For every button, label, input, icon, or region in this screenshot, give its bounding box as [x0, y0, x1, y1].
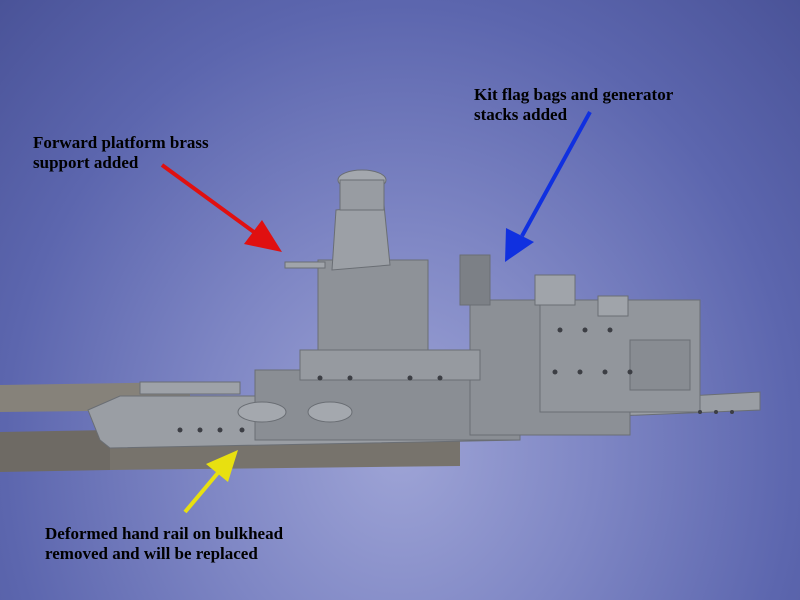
yellow-arrow	[183, 450, 238, 514]
blue-arrow	[505, 111, 592, 262]
portholes	[177, 327, 734, 433]
annotation-line: removed and will be replaced	[45, 544, 258, 563]
annotation-line: Kit flag bags and generator	[474, 85, 674, 104]
ship-superstructure-model	[87, 169, 761, 449]
annotation-hand-rail: Deformed hand rail on bulkhead removed a…	[45, 524, 283, 564]
annotation-line: Forward platform brass	[33, 133, 209, 152]
annotation-line: stacks added	[474, 105, 568, 124]
annotation-line: Deformed hand rail on bulkhead	[45, 524, 284, 543]
red-arrow	[160, 163, 282, 252]
annotation-forward-platform: Forward platform brass support added	[33, 133, 209, 173]
annotation-line: support added	[33, 153, 139, 172]
annotation-flag-bags: Kit flag bags and generator stacks added	[474, 85, 673, 125]
